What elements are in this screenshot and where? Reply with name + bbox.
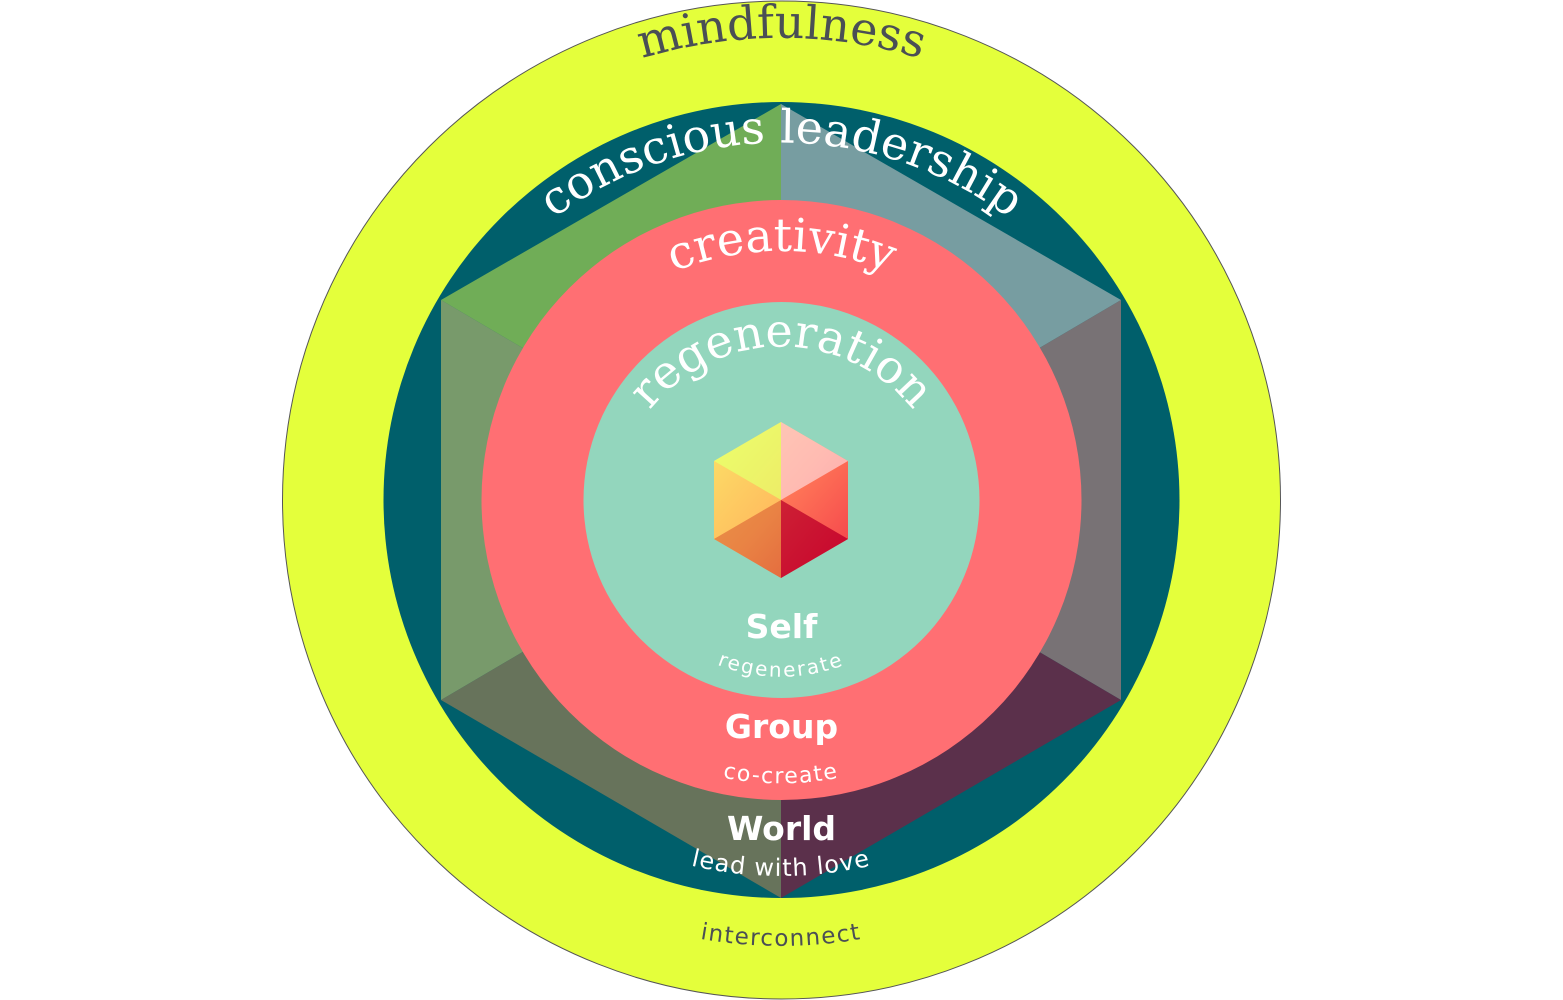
- group-label: Group: [725, 707, 838, 746]
- gem-icon: [714, 422, 848, 578]
- world-label: World: [727, 809, 836, 848]
- self-label: Self: [746, 607, 818, 646]
